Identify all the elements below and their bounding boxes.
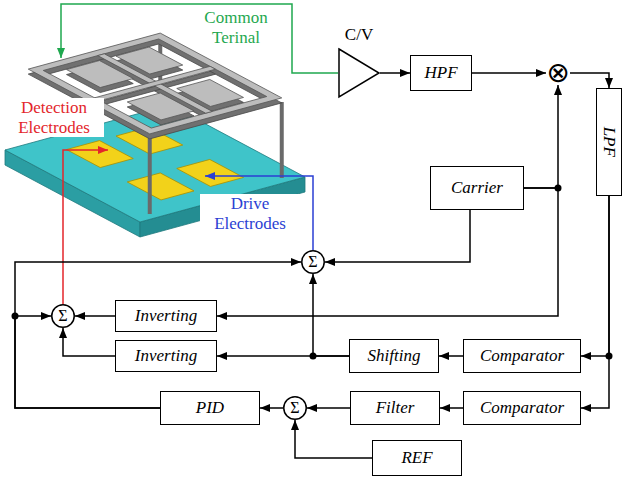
signal-connector bbox=[581, 196, 609, 408]
signal-connector bbox=[570, 73, 609, 88]
node-text: HPF bbox=[424, 63, 457, 83]
electrode-label: Detection Electrodes bbox=[4, 98, 104, 137]
anchor-post bbox=[280, 102, 284, 178]
node-text: Shifting bbox=[368, 346, 421, 366]
process-box: Inverting bbox=[115, 340, 217, 372]
node-text: Comparator bbox=[480, 398, 564, 418]
process-box: Shifting bbox=[349, 339, 439, 373]
electrode-wires bbox=[61, 4, 338, 304]
signal-connector bbox=[63, 328, 115, 356]
node-text: Σ bbox=[58, 307, 67, 325]
signal-connector bbox=[260, 407, 283, 409]
mems-illustration bbox=[5, 33, 305, 237]
signal-source-box: Carrier bbox=[430, 166, 524, 210]
signal-connector bbox=[440, 407, 463, 409]
signal-connector bbox=[75, 315, 115, 317]
common-terminal-wire bbox=[61, 4, 338, 73]
filter-box: Filter bbox=[350, 391, 440, 425]
node-text: ⊗ bbox=[546, 59, 569, 87]
electrode-pad bbox=[67, 141, 134, 168]
signal-connector bbox=[472, 72, 546, 74]
triangle-outline bbox=[338, 48, 380, 98]
electrode-pad bbox=[177, 159, 244, 186]
terminal-label: Common Terinal bbox=[195, 8, 277, 47]
detection-wire bbox=[63, 150, 108, 304]
signal-connector bbox=[15, 262, 301, 408]
filter-box: LPF bbox=[596, 88, 622, 196]
node-text: Σ bbox=[308, 253, 317, 271]
junction-shape bbox=[52, 305, 75, 328]
signal-connector bbox=[307, 407, 350, 409]
junction-shape bbox=[284, 397, 307, 420]
multiplier-symbol: ⊗ bbox=[546, 61, 570, 85]
signal-connector bbox=[439, 355, 463, 357]
electrode-pad bbox=[127, 173, 194, 200]
node-text: C/V bbox=[345, 25, 373, 45]
amplifier-triangle: C/V bbox=[338, 48, 380, 98]
process-box: Comparator bbox=[463, 391, 581, 425]
electrode-label: Drive Electrodes bbox=[200, 194, 300, 233]
amplifier-shape bbox=[339, 49, 379, 97]
controller-box: PID bbox=[160, 391, 260, 425]
signal-connector bbox=[313, 274, 349, 356]
summing-junction: Σ bbox=[51, 304, 75, 328]
junction-shape bbox=[302, 251, 325, 274]
node-text: PID bbox=[196, 398, 224, 418]
node-text: Inverting bbox=[135, 346, 197, 366]
anchor-post bbox=[148, 138, 152, 214]
signal-connector bbox=[295, 420, 372, 458]
reference-box: REF bbox=[372, 440, 462, 476]
signal-connector bbox=[524, 85, 558, 188]
signal-connector bbox=[581, 196, 609, 356]
node-text: REF bbox=[401, 448, 432, 468]
summing-junction: Σ bbox=[301, 250, 325, 274]
node-text: Inverting bbox=[135, 306, 197, 326]
signal-connector bbox=[380, 72, 410, 74]
node-text: Filter bbox=[376, 398, 415, 418]
node-text: LPF bbox=[599, 127, 619, 157]
node-text: Σ bbox=[290, 399, 299, 417]
signal-connector bbox=[325, 210, 470, 262]
summing-junction: Σ bbox=[283, 396, 307, 420]
process-box: Inverting bbox=[115, 300, 217, 332]
process-box: Comparator bbox=[463, 339, 581, 373]
node-text: Carrier bbox=[451, 178, 503, 198]
node-text: Comparator bbox=[480, 346, 564, 366]
filter-box: HPF bbox=[410, 55, 472, 91]
connectors bbox=[15, 73, 609, 458]
junction-dots bbox=[12, 185, 613, 360]
